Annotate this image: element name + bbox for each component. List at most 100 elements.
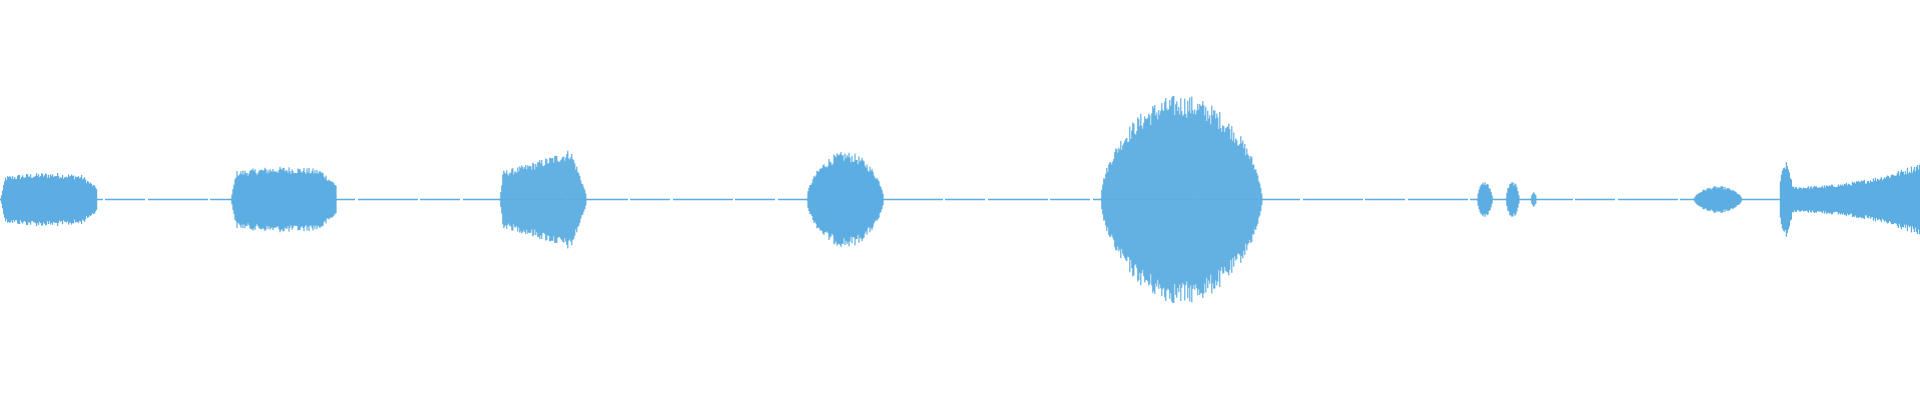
- waveform-bar: [1108, 164, 1110, 235]
- waveform-bar: [1514, 183, 1516, 216]
- waveform-bar: [17, 175, 19, 224]
- waveform-bar: [575, 169, 577, 230]
- waveform-bar: [818, 171, 820, 228]
- waveform-bar: [1844, 184, 1846, 215]
- waveform-bar: [1139, 126, 1141, 273]
- waveform-bar: [12, 176, 14, 223]
- waveform-bar: [817, 171, 819, 228]
- waveform-bar: [1253, 164, 1255, 235]
- waveform-bar: [1112, 161, 1114, 238]
- waveform-bar: [1712, 187, 1714, 212]
- waveform-bar: [1206, 121, 1208, 278]
- waveform-bar: [1111, 164, 1113, 235]
- waveform-bar: [1700, 192, 1702, 207]
- waveform-bar: [1904, 171, 1906, 228]
- waveform-bar: [1220, 128, 1222, 271]
- waveform-bar: [306, 168, 308, 231]
- waveform-bar: [40, 176, 42, 224]
- waveform-bar: [1840, 185, 1842, 214]
- waveform-bar: [1, 195, 3, 204]
- waveform-bar: [1531, 195, 1533, 204]
- waveform-bar: [1257, 175, 1259, 224]
- waveform-bar: [63, 178, 65, 221]
- waveform-bar: [835, 157, 837, 242]
- waveform-bar: [1245, 155, 1247, 244]
- waveform-bar: [582, 184, 584, 215]
- waveform-bar: [557, 161, 559, 238]
- waveform-bar: [1731, 190, 1733, 209]
- waveform-bar: [1198, 109, 1200, 290]
- waveform-bar: [848, 152, 850, 247]
- waveform-bar: [1208, 118, 1210, 281]
- waveform-bar: [511, 168, 513, 231]
- waveform-bar: [562, 157, 564, 242]
- waveform-bar: [821, 167, 823, 231]
- waveform-bar: [1129, 126, 1131, 273]
- waveform-bar: [234, 179, 236, 220]
- waveform-bar: [1876, 178, 1878, 221]
- waveform-bar: [822, 165, 824, 234]
- waveform-bar: [6, 180, 8, 219]
- waveform-bar: [1833, 186, 1835, 213]
- waveform-bar: [275, 172, 277, 227]
- waveform-bar: [1169, 100, 1171, 299]
- waveform-bar: [13, 179, 15, 220]
- waveform-bar: [1913, 167, 1915, 233]
- waveform-bar: [1236, 140, 1238, 259]
- waveform-bar: [1694, 197, 1696, 203]
- waveform-bar: [1800, 188, 1802, 212]
- waveform-bar: [1853, 182, 1855, 217]
- waveform-bar: [1784, 169, 1786, 230]
- waveform-bar: [573, 160, 575, 239]
- waveform-bar: [1832, 186, 1834, 213]
- waveform-bar: [1834, 187, 1836, 212]
- waveform-bar: [519, 166, 521, 233]
- waveform-bar: [1823, 185, 1825, 214]
- waveform-bar: [1252, 164, 1254, 235]
- waveform-bar: [287, 172, 289, 227]
- waveform-bar: [285, 170, 287, 229]
- waveform-bar: [242, 170, 244, 229]
- waveform-bar: [515, 171, 517, 228]
- waveform-bar: [816, 170, 818, 229]
- waveform-bar: [249, 170, 251, 229]
- waveform-bar: [1113, 159, 1115, 240]
- waveform-bar: [1917, 169, 1919, 230]
- waveform-bar: [1727, 188, 1729, 211]
- waveform-bar: [283, 168, 285, 232]
- waveform-bar: [32, 177, 34, 221]
- waveform-bar: [521, 165, 523, 234]
- waveform-bar: [1137, 117, 1139, 282]
- waveform-bar: [566, 154, 568, 245]
- waveform-bar: [325, 175, 327, 224]
- waveform-bar: [64, 177, 66, 222]
- waveform-bar: [1100, 198, 1102, 201]
- waveform-bar: [1200, 106, 1202, 293]
- waveform-bar: [814, 177, 816, 222]
- waveform-bar: [1182, 116, 1184, 283]
- waveform-bar: [263, 169, 265, 230]
- waveform-bar: [331, 181, 333, 218]
- waveform-bar: [333, 183, 335, 216]
- waveform-bar: [33, 177, 35, 223]
- waveform-bar: [1837, 184, 1839, 215]
- waveform-bar: [38, 174, 40, 225]
- waveform-bar: [1737, 194, 1739, 205]
- waveform-bar: [3, 184, 5, 215]
- waveform-bar: [1228, 123, 1230, 276]
- waveform-bar: [1702, 189, 1704, 210]
- waveform-bar: [300, 171, 302, 228]
- waveform-bar: [1232, 140, 1234, 259]
- waveform-bar: [540, 163, 542, 236]
- waveform-bar: [1781, 170, 1783, 229]
- waveform-bar: [243, 174, 245, 225]
- waveform-bar: [1209, 115, 1211, 284]
- waveform-bar: [230, 198, 232, 201]
- waveform-bar: [1889, 177, 1891, 222]
- waveform-bar: [1216, 113, 1218, 286]
- waveform-bar: [50, 174, 52, 225]
- waveform-bar: [533, 163, 535, 236]
- waveform-bar: [88, 181, 90, 218]
